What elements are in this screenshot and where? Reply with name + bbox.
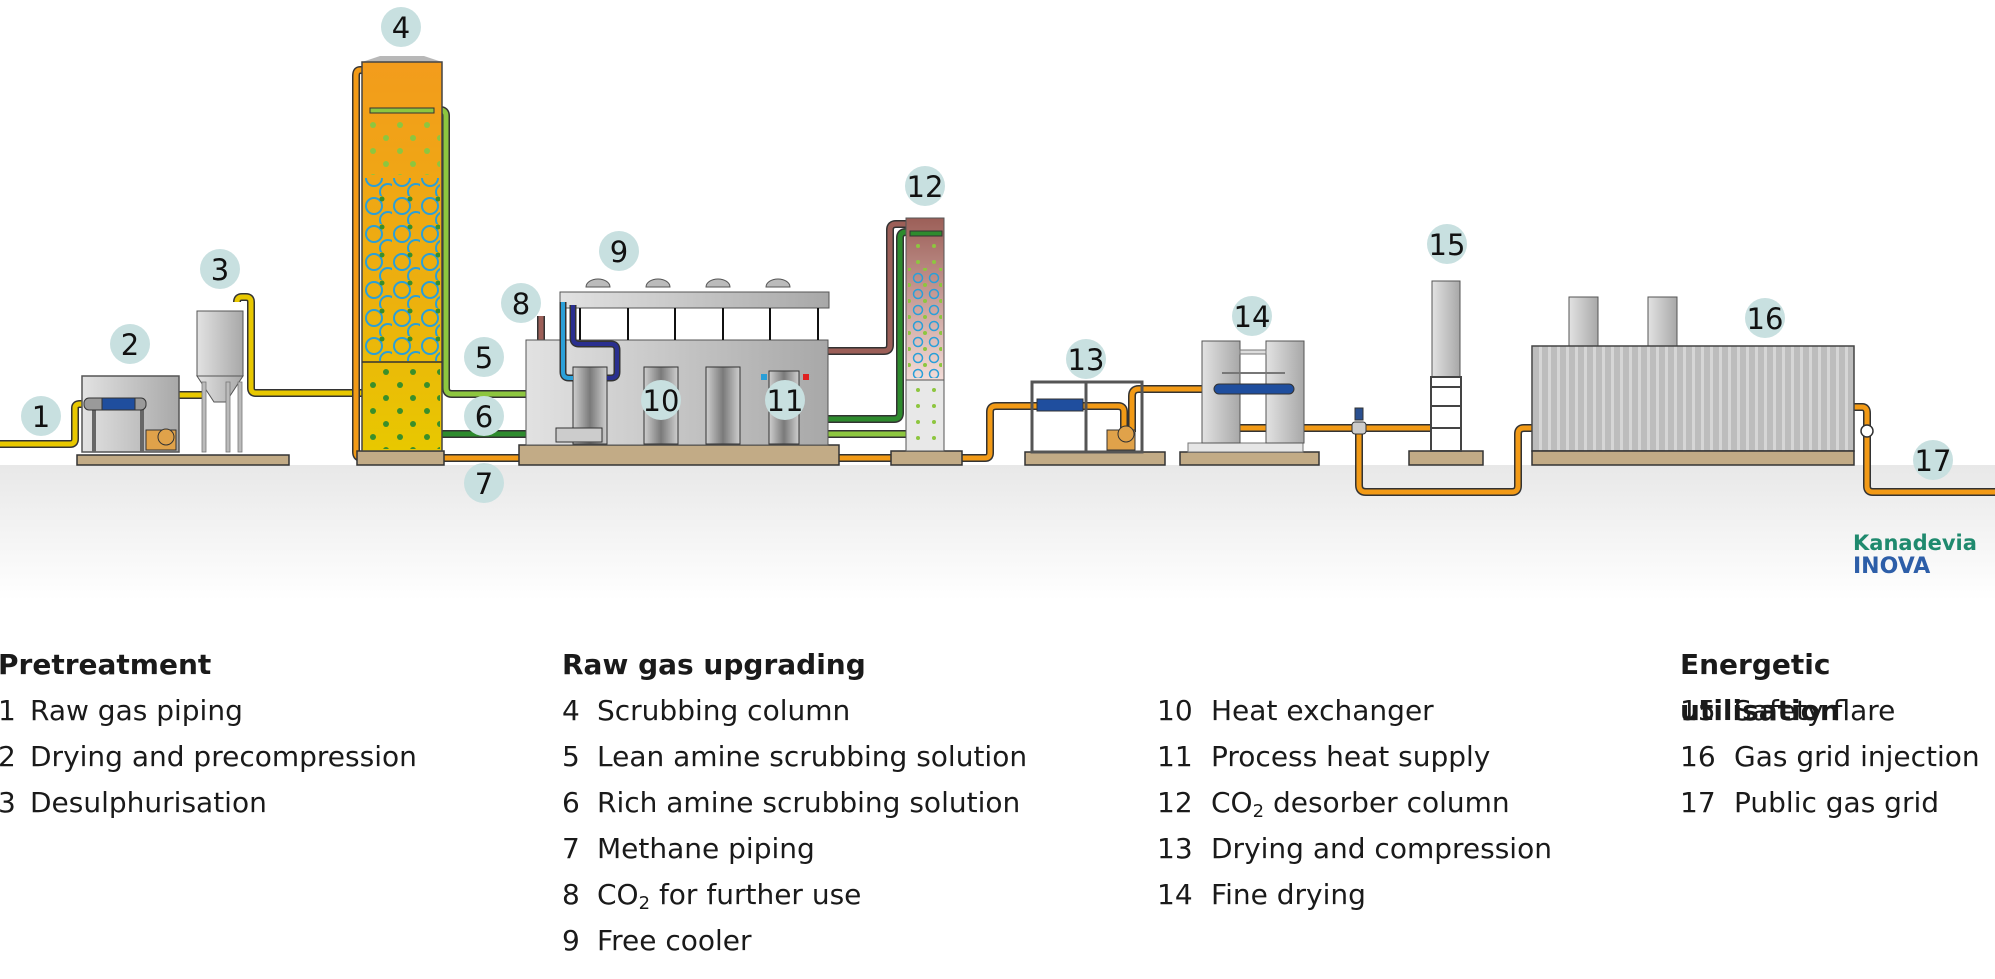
badge-17: 17 [1913, 440, 1953, 480]
ground [0, 465, 1995, 600]
co2-desorber-column [890, 217, 963, 466]
svg-text:7: 7 [475, 467, 493, 501]
svg-text:13: 13 [1068, 343, 1105, 377]
scrubbing-column [356, 56, 445, 466]
badge-12: 12 [905, 166, 945, 206]
svg-text:10: 10 [643, 384, 680, 418]
badge-13: 13 [1066, 339, 1106, 379]
svg-text:3: 3 [211, 253, 229, 287]
svg-text:17: 17 [1915, 444, 1952, 478]
svg-text:9: 9 [610, 235, 628, 269]
fine-drying-unit [1179, 340, 1320, 466]
svg-text:15: 15 [1429, 228, 1466, 262]
legend-heading: Energetic utilisation [1680, 648, 1840, 727]
badge-1: 1 [21, 396, 61, 436]
svg-text:16: 16 [1747, 302, 1784, 336]
control-valve [1351, 407, 1367, 435]
legend-heading: Pretreatment [0, 648, 212, 681]
company-logo: Kanadevia INOVA [1853, 531, 1977, 579]
logo-line-2: INOVA [1853, 554, 1931, 579]
legend-heading: Raw gas upgrading [562, 648, 866, 681]
svg-text:6: 6 [475, 400, 493, 434]
svg-text:2: 2 [121, 328, 139, 362]
badge-15: 15 [1427, 224, 1467, 264]
badge-16: 16 [1745, 298, 1785, 338]
svg-text:4: 4 [392, 11, 410, 45]
svg-text:5: 5 [475, 341, 493, 375]
biogas-upgrading-process-diagram: 1 2 3 4 5 6 7 8 9 10 11 12 13 14 15 16 1… [0, 7, 1995, 600]
badge-6: 6 [464, 396, 504, 436]
badge-9: 9 [599, 231, 639, 271]
badge-4: 4 [381, 7, 421, 47]
drying-precompression-unit [76, 375, 290, 466]
badge-14: 14 [1232, 296, 1272, 336]
badge-11: 11 [765, 380, 805, 420]
badge-7: 7 [464, 463, 504, 503]
badge-3: 3 [200, 249, 240, 289]
desulphurisation-silo [196, 310, 244, 453]
drying-compression-unit [1024, 380, 1166, 466]
svg-text:8: 8 [512, 287, 530, 321]
badge-10: 10 [641, 380, 681, 420]
badge-8: 8 [501, 283, 541, 323]
logo-line-1: Kanadevia [1853, 531, 1977, 555]
safety-flare [1408, 280, 1484, 466]
amine-process-skid [518, 278, 840, 466]
svg-text:1: 1 [32, 400, 50, 434]
badge-5: 5 [464, 337, 504, 377]
svg-text:14: 14 [1234, 300, 1271, 334]
svg-text:12: 12 [907, 170, 944, 204]
gas-grid-injection-container [1531, 296, 1874, 466]
badge-2: 2 [110, 324, 150, 364]
svg-text:11: 11 [767, 384, 804, 418]
